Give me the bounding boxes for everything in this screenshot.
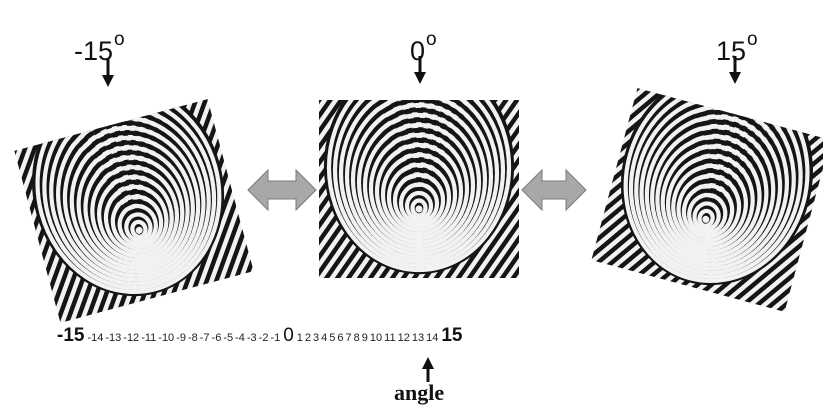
scale-tick: 5	[329, 332, 336, 344]
scale-tick: -7	[199, 332, 210, 344]
angle-label-minus-15: -15o	[74, 29, 125, 66]
scale-tick: 6	[337, 332, 344, 344]
scale-tick: -8	[187, 332, 198, 344]
angle-label-plus-15: 15o	[716, 29, 758, 66]
fingerprint-panel-minus-15	[4, 61, 254, 323]
scale-tick: -15	[57, 325, 85, 346]
scale-tick: 10	[369, 332, 383, 344]
fingerprint-panel-0	[319, 60, 519, 278]
scale-tick: 12	[397, 332, 410, 344]
fingerprint-panel-plus-15	[591, 50, 823, 312]
scale-tick: -12	[123, 332, 140, 344]
scale-tick: -10	[158, 332, 175, 344]
scale-tick: 14	[426, 332, 439, 344]
scale-tick: 3	[313, 332, 320, 344]
scale-tick: -9	[176, 332, 186, 344]
scale-tick: 7	[345, 332, 352, 344]
scale-tick: 11	[384, 332, 396, 344]
scale-tick: 9	[361, 332, 368, 344]
scale-tick: -6	[211, 332, 222, 344]
scale-tick: 2	[304, 332, 312, 344]
scale-tick: 4	[321, 332, 328, 344]
angle-caption: angle	[394, 380, 445, 405]
scale-tick: -3	[246, 332, 257, 344]
scale-tick: 8	[353, 332, 360, 344]
double-arrow-icon	[247, 168, 317, 212]
scale-tick: -11	[141, 332, 157, 344]
scale-tick: 0	[283, 325, 294, 346]
scale-tick: 13	[411, 332, 425, 344]
scale-tick: -14	[87, 332, 104, 344]
scale-tick: -4	[235, 332, 245, 344]
up-arrow-icon	[422, 357, 434, 382]
scale-tick: 15	[441, 325, 463, 346]
angle-label-0: 0o	[410, 29, 437, 66]
double-arrow-icon	[521, 168, 587, 212]
scale-tick: 1	[296, 332, 303, 344]
scale-tick: -1	[270, 332, 281, 344]
scale-tick: -5	[223, 332, 234, 344]
scale-tick: -13	[105, 332, 122, 344]
scale-tick: -2	[258, 332, 269, 344]
